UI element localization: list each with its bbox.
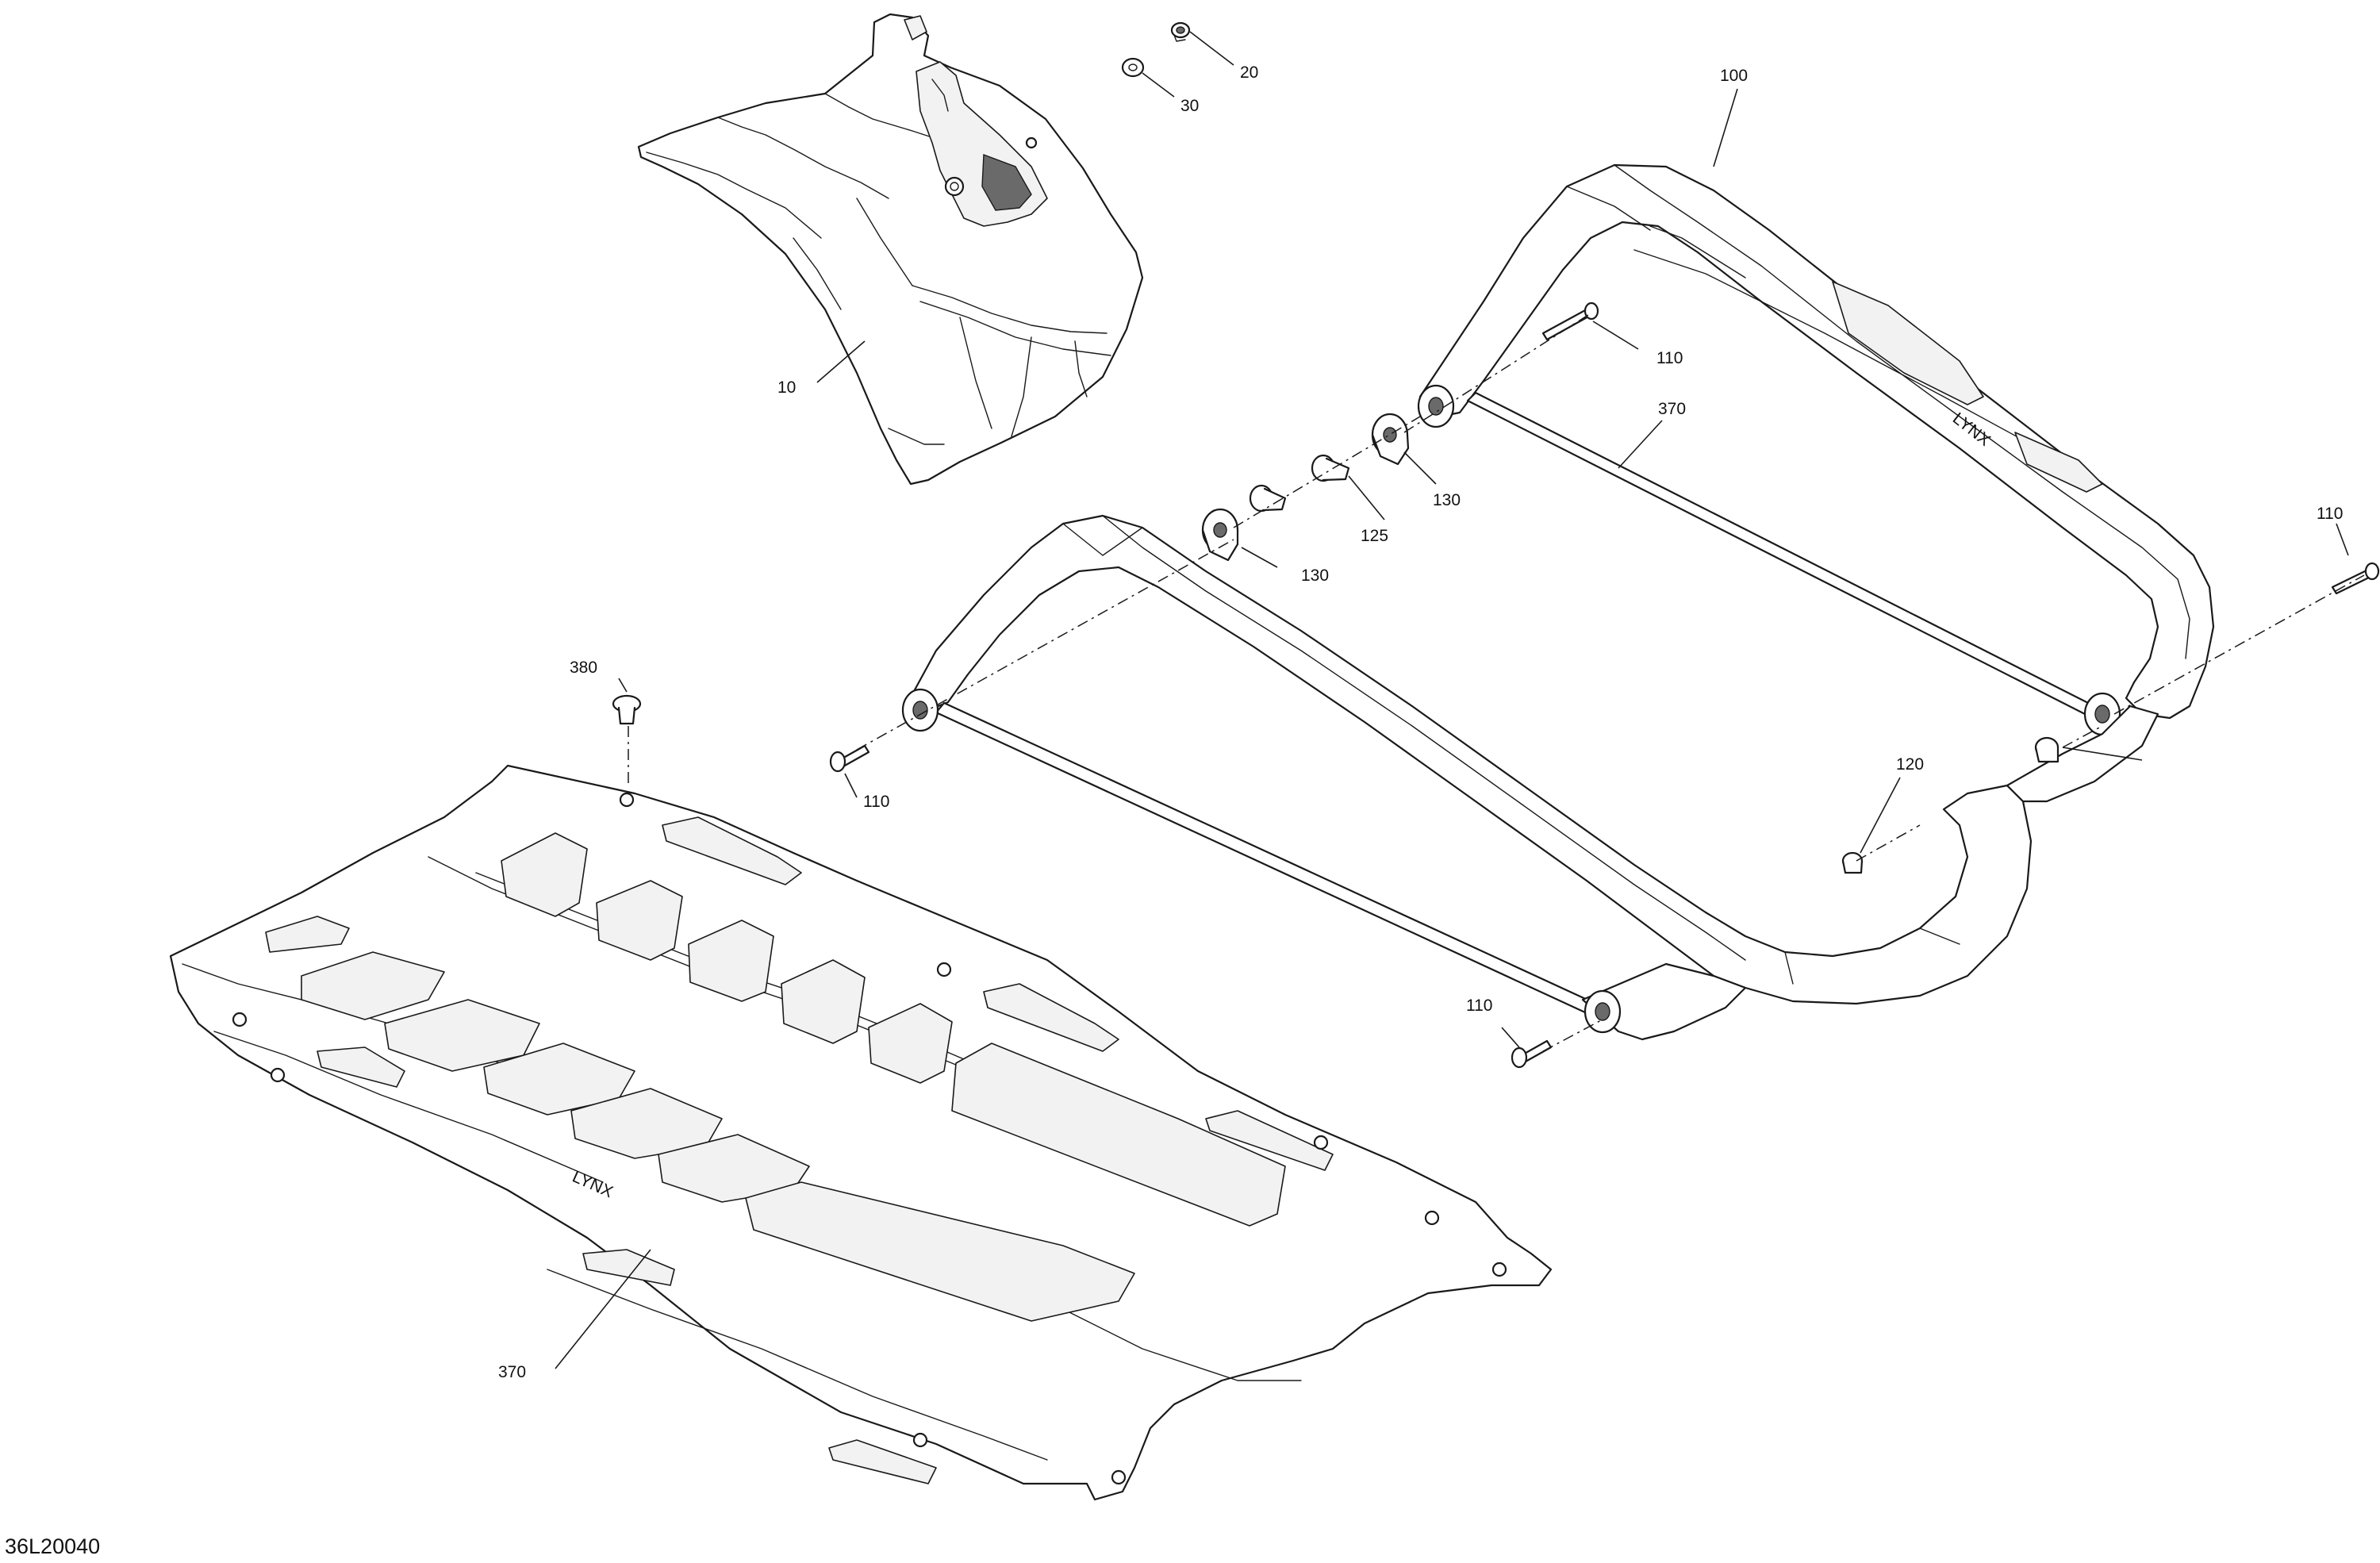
callout-370-tray: 370 — [498, 1363, 526, 1381]
callout-110-left: 110 — [863, 793, 889, 811]
callout-20: 20 — [1240, 63, 1258, 82]
drawing-number: 36L20040 — [5, 1534, 100, 1558]
part-125-bolt-lower — [1249, 484, 1287, 513]
leader-lines — [555, 31, 2349, 1369]
callout-110-bottom: 110 — [1466, 997, 1492, 1015]
callout-380: 380 — [570, 659, 597, 677]
part-130-bushing-upper — [1371, 413, 1410, 466]
part-100-rack-frame: LYNX — [901, 163, 2215, 1041]
part-10-front-cover — [637, 13, 1144, 486]
callout-100: 100 — [1720, 67, 1748, 85]
part-130-bushing-lower — [1201, 508, 1239, 562]
callout-110-right: 110 — [2317, 505, 2343, 523]
callout-110-top: 110 — [1656, 349, 1683, 367]
part-120-fastener-right — [2034, 736, 2059, 763]
part-110-screw-left — [829, 744, 870, 773]
part-380-fastener — [612, 694, 642, 725]
part-110-screw-bottom — [1511, 1039, 1553, 1069]
callout-125: 125 — [1361, 527, 1388, 545]
part-120-fastener-left — [1841, 851, 1864, 874]
part-370-luggage-tray: LYNX — [169, 764, 1553, 1501]
callout-120: 120 — [1896, 755, 1924, 774]
part-30-washer — [1121, 57, 1145, 78]
callout-370-bar: 370 — [1658, 400, 1686, 418]
part-20-screw — [1170, 21, 1191, 42]
callout-30: 30 — [1180, 97, 1199, 115]
callout-130-lower: 130 — [1301, 566, 1329, 585]
part-110-screw-top — [1541, 301, 1599, 341]
callout-10: 10 — [777, 378, 796, 397]
callout-130-upper: 130 — [1433, 491, 1461, 509]
